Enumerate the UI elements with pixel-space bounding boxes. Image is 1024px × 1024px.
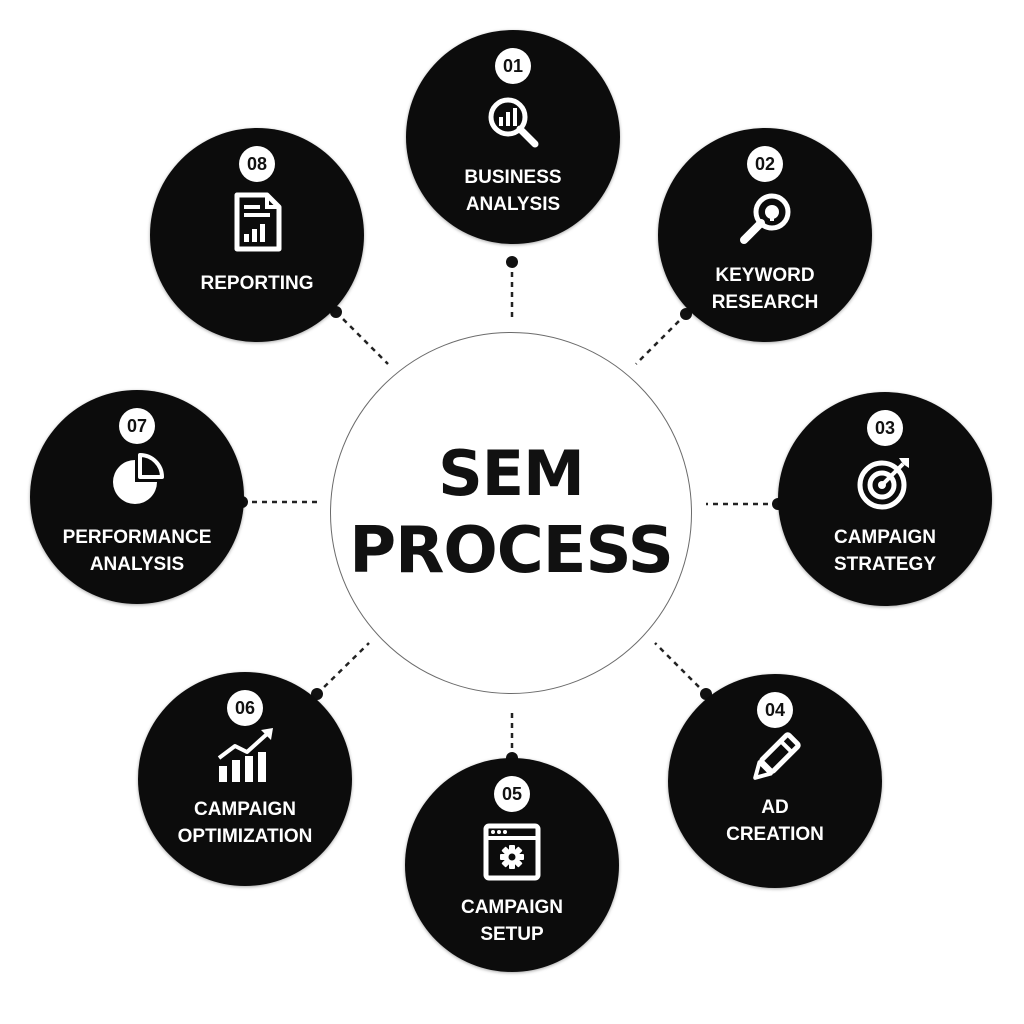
center-title-line2: PROCESS	[349, 514, 674, 588]
step-number-badge: 04	[757, 692, 793, 728]
step-07-node: 07 PERFORMANCE ANALYSIS	[30, 390, 244, 604]
step-label-line1: AD	[761, 797, 789, 818]
step-02-node: 02 KEYWORD RESEARCH	[658, 128, 872, 342]
step-number-badge: 08	[239, 146, 275, 182]
step-label-line1: PERFORMANCE	[62, 527, 212, 548]
step-number-badge: 01	[495, 48, 531, 84]
connector-dot-01	[506, 256, 518, 268]
step-08-node: 08 REPORTING	[150, 128, 364, 342]
step-label-line1: BUSINESS	[464, 167, 562, 188]
step-label-line2: SETUP	[480, 924, 544, 945]
pie-chart-icon	[107, 450, 167, 510]
step-label: BUSINESS ANALYSIS	[406, 164, 620, 218]
connector-02	[635, 313, 687, 365]
step-number-badge: 03	[867, 410, 903, 446]
step-label: CAMPAIGN SETUP	[405, 894, 619, 948]
target-icon	[855, 452, 915, 512]
step-label-line2: OPTIMIZATION	[177, 826, 313, 847]
step-label-line2: ANALYSIS	[465, 194, 561, 215]
step-label: KEYWORD RESEARCH	[658, 262, 872, 316]
step-label-line1: CAMPAIGN	[193, 799, 297, 820]
step-label: PERFORMANCE ANALYSIS	[30, 524, 244, 578]
connector-08	[335, 311, 389, 365]
step-label: CAMPAIGN OPTIMIZATION	[138, 796, 352, 850]
step-number-badge: 06	[227, 690, 263, 726]
step-label-line2: RESEARCH	[711, 292, 819, 313]
step-01-node: 01 BUSINESS ANALYSIS	[406, 30, 620, 244]
step-number-badge: 07	[119, 408, 155, 444]
step-label: CAMPAIGN STRATEGY	[778, 524, 992, 578]
step-06-node: 06 CAMPAIGN OPTIMIZATION	[138, 672, 352, 886]
center-circle: SEM PROCESS	[330, 332, 692, 694]
connector-04	[654, 642, 707, 695]
browser-gear-icon	[482, 822, 542, 882]
step-label: REPORTING	[150, 270, 364, 297]
magnifier-chart-icon	[483, 92, 543, 152]
report-document-icon	[227, 192, 287, 252]
step-number-badge: 05	[494, 776, 530, 812]
connector-06	[316, 642, 370, 695]
step-label-line1: KEYWORD	[715, 265, 815, 286]
step-label-line2: ANALYSIS	[89, 554, 185, 575]
step-label-line2: STRATEGY	[833, 554, 937, 575]
step-05-node: 05 CAMPAIGN SETUP	[405, 758, 619, 972]
step-04-node: 04 AD CREATION	[668, 674, 882, 888]
step-label-line1: REPORTING	[200, 273, 314, 294]
step-number-badge: 02	[747, 146, 783, 182]
growth-chart-icon	[215, 726, 275, 786]
step-label: AD CREATION	[668, 794, 882, 848]
center-title-line1: SEM	[438, 437, 585, 510]
step-label-line1: CAMPAIGN	[833, 527, 937, 548]
step-03-node: 03 CAMPAIGN STRATEGY	[778, 392, 992, 606]
step-label-line2: CREATION	[726, 824, 824, 845]
pencil-icon	[745, 728, 805, 788]
keyword-search-icon	[735, 190, 795, 250]
step-label-line1: CAMPAIGN	[460, 897, 564, 918]
